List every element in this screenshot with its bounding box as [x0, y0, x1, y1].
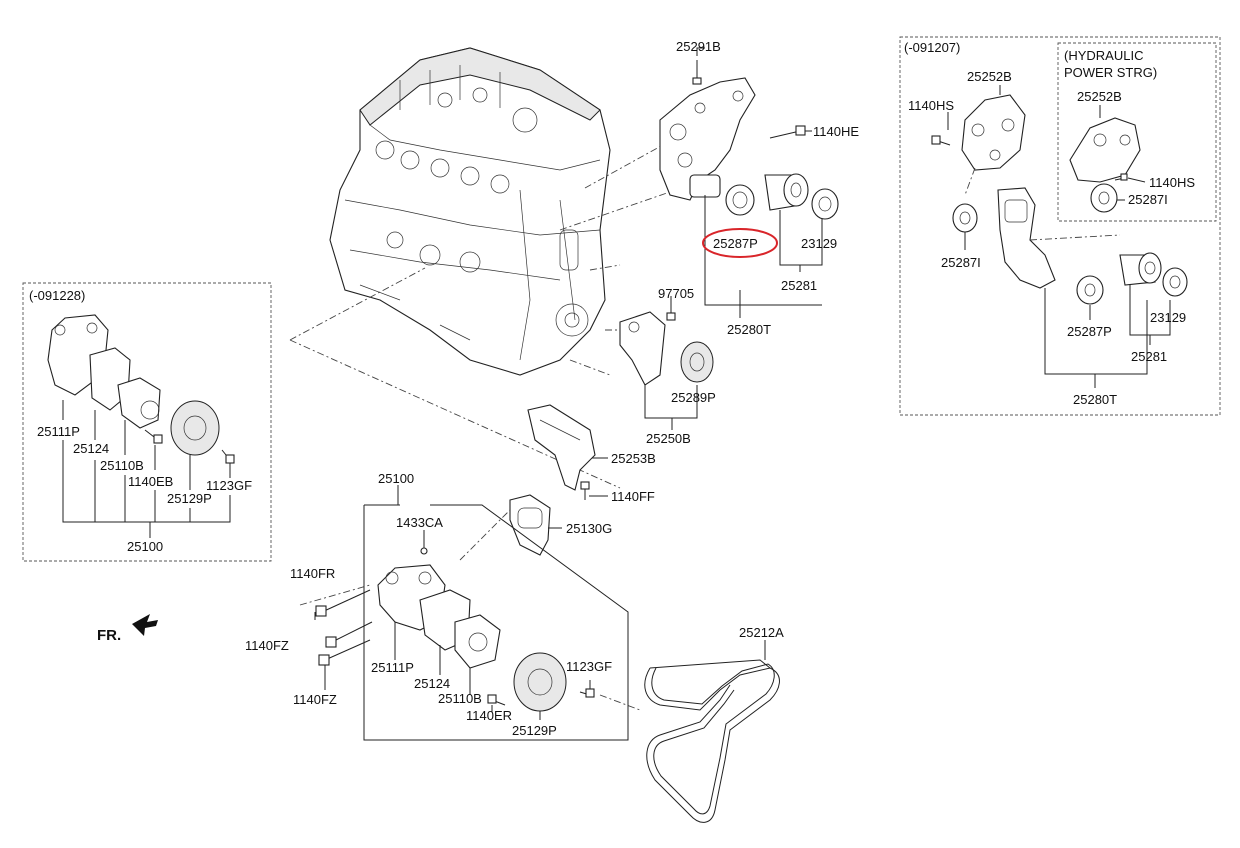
bracket-25253B-illustration [527, 404, 596, 500]
label-1140FZ-a[interactable]: 1140FZ [245, 638, 289, 653]
label-25129P-left[interactable]: 25129P [167, 491, 212, 506]
center-assembly-frame [363, 504, 629, 741]
label-25129P-center[interactable]: 25129P [512, 723, 557, 738]
hydraulic-title-line2: POWER STRG) [1064, 65, 1157, 80]
label-25250B[interactable]: 25250B [646, 431, 691, 446]
tensioner-25281 [764, 173, 809, 211]
bracket-25250B-illustration [619, 303, 714, 386]
label-1123GF-left[interactable]: 1123GF [206, 478, 252, 493]
label-25100-center[interactable]: 25100 [378, 471, 414, 486]
engine-block-illustration [329, 47, 611, 376]
label-25252B-b[interactable]: 25252B [1077, 89, 1122, 104]
label-25280T-main[interactable]: 25280T [727, 322, 771, 337]
label-25124-left[interactable]: 25124 [73, 441, 109, 456]
idler-pulley-25287P [725, 184, 755, 216]
label-23129-right[interactable]: 23129 [1150, 310, 1186, 325]
bolts-center [315, 589, 595, 706]
label-25280T-right[interactable]: 25280T [1073, 392, 1117, 407]
label-25100-left[interactable]: 25100 [127, 539, 163, 554]
right-box-code: (-091207) [904, 40, 960, 55]
part-labels: 25291B 1140HE 25287P 23129 25281 25280T … [29, 39, 1195, 738]
front-label: FR. [97, 627, 121, 644]
bracket-right-illustration [931, 94, 1026, 233]
label-23129-main[interactable]: 23129 [801, 236, 837, 251]
label-25287P-right[interactable]: 25287P [1067, 324, 1112, 339]
label-25287I-b[interactable]: 25287I [1128, 192, 1168, 207]
front-direction-arrow [132, 614, 158, 636]
label-25111P-center[interactable]: 25111P [371, 660, 414, 675]
left-variant-box [22, 282, 272, 562]
label-1140HS-a[interactable]: 1140HS [908, 98, 954, 113]
label-1123GF-center[interactable]: 1123GF [566, 659, 612, 674]
pulley-23129 [811, 188, 839, 220]
label-25124-center[interactable]: 25124 [414, 676, 450, 691]
label-1140HE[interactable]: 1140HE [813, 124, 859, 139]
drive-belt-25212A [644, 659, 780, 823]
label-1140HS-b[interactable]: 1140HS [1149, 175, 1195, 190]
pulley-25129P-center [513, 652, 567, 712]
label-1140ER[interactable]: 1140ER [466, 708, 512, 723]
label-25287P-main[interactable]: 25287P [713, 236, 758, 251]
hydraulic-sub-box [1057, 42, 1217, 222]
label-25130G[interactable]: 25130G [566, 521, 612, 536]
label-25281-main[interactable]: 25281 [781, 278, 817, 293]
water-pump-center-illustration [377, 547, 501, 669]
water-pump-left-illustration [47, 314, 235, 464]
label-1140FF[interactable]: 1140FF [611, 489, 655, 504]
bracket-hydraulic-illustration [1069, 117, 1141, 213]
bolt-1140HE [769, 125, 806, 139]
label-25253B[interactable]: 25253B [611, 451, 656, 466]
label-25110B-center[interactable]: 25110B [438, 691, 482, 706]
label-25289P[interactable]: 25289P [671, 390, 716, 405]
hydraulic-title-line1: (HYDRAULIC [1064, 48, 1143, 63]
label-1140FZ-b[interactable]: 1140FZ [293, 692, 337, 707]
label-25111P-left[interactable]: 25111P [37, 424, 80, 439]
tensioner-right-illustration [997, 187, 1188, 305]
label-25287I-a[interactable]: 25287I [941, 255, 981, 270]
label-25291B[interactable]: 25291B [676, 39, 721, 54]
label-1433CA[interactable]: 1433CA [396, 515, 443, 530]
right-variant-box [899, 36, 1221, 416]
label-25110B-left[interactable]: 25110B [100, 458, 144, 473]
left-box-code: (-091228) [29, 288, 85, 303]
label-25212A[interactable]: 25212A [739, 625, 784, 640]
tensioner-bracket-illustration [659, 60, 756, 201]
highlight-ring [702, 228, 778, 258]
label-25281-right[interactable]: 25281 [1131, 349, 1167, 364]
label-1140FR[interactable]: 1140FR [290, 566, 335, 581]
gasket-25130G-illustration [509, 494, 551, 556]
label-97705[interactable]: 97705 [658, 286, 694, 301]
label-25252B-a[interactable]: 25252B [967, 69, 1012, 84]
label-1140EB[interactable]: 1140EB [128, 474, 173, 489]
